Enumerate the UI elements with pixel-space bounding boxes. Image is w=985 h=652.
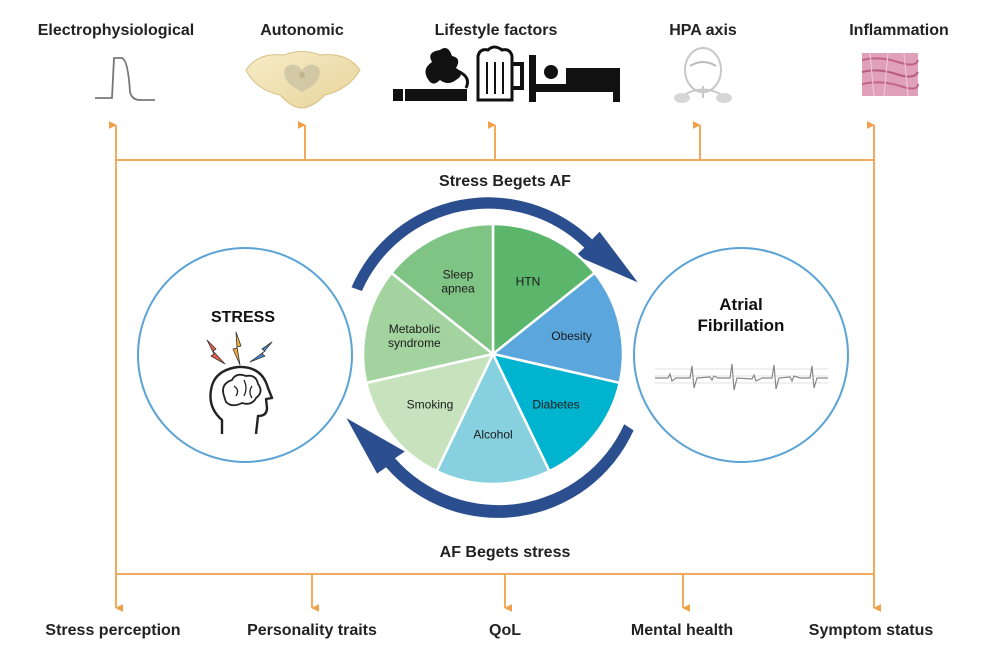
lifestyle-icons — [393, 45, 620, 102]
af-title-line2: Fibrillation — [698, 316, 785, 335]
wheel-segment — [491, 222, 597, 357]
label-autonomic: Autonomic — [260, 22, 344, 39]
label-lifestyle-factors: Lifestyle factors — [435, 22, 558, 39]
bed-icon — [529, 55, 620, 102]
top-labels: Electrophysiological Autonomic Lifestyle… — [38, 22, 949, 39]
caption-stress-begets-af: Stress Begets AF — [439, 173, 571, 190]
wheel-segment-label: Smoking — [407, 397, 454, 411]
wheel-segment — [434, 351, 552, 486]
label-personality-traits: Personality traits — [247, 622, 377, 639]
label-qol: QoL — [489, 622, 521, 639]
wheel-segment — [490, 352, 622, 473]
label-electrophysiological: Electrophysiological — [38, 22, 194, 39]
label-mental-health: Mental health — [631, 622, 733, 639]
wheel-segment-label: Sleep — [443, 267, 474, 281]
smoking-icon — [393, 48, 470, 101]
wheel-segment-label: Obesity — [551, 329, 592, 343]
beer-icon — [476, 45, 524, 102]
lightning-bolt-icons — [206, 331, 273, 366]
top-connectors — [108, 121, 875, 161]
caption-af-begets-stress: AF Begets stress — [440, 544, 571, 561]
stress-circle: STRESS — [137, 247, 353, 463]
stress-title: STRESS — [211, 309, 275, 326]
cycle-arrow-bottom — [346, 418, 634, 518]
wheel-segment — [389, 222, 495, 357]
label-hpa-axis: HPA axis — [669, 22, 737, 39]
wheel-segment-label: syndrome — [388, 336, 441, 350]
wheel-segment — [361, 271, 496, 385]
wheel-segment-label: Diabetes — [532, 397, 579, 411]
label-symptom-status: Symptom status — [809, 622, 934, 639]
bottom-connectors — [115, 573, 882, 612]
label-stress-perception: Stress perception — [45, 622, 180, 639]
hpa-axis-icon — [674, 47, 732, 103]
wheel-segment-label: Metabolic — [389, 322, 440, 336]
wheel-segment-label: HTN — [516, 274, 541, 288]
side-connectors — [115, 160, 875, 574]
spinal-cord-icon — [245, 51, 361, 109]
ecg-strip-icon — [655, 363, 828, 391]
af-circle: Atrial Fibrillation — [633, 247, 849, 463]
brain-head-icon — [209, 365, 274, 435]
action-potential-icon — [95, 57, 155, 101]
af-title-line1: Atrial — [719, 295, 762, 314]
bottom-labels: Stress perception Personality traits QoL… — [45, 622, 933, 639]
wheel-segment — [364, 352, 496, 473]
wheel-segment — [490, 271, 625, 385]
label-inflammation: Inflammation — [849, 22, 949, 39]
cycle-arrows — [346, 197, 638, 518]
cycle-arrow-top — [351, 197, 638, 291]
wheel-segment-label: apnea — [441, 281, 475, 295]
inflammation-tissue-icon — [861, 52, 919, 97]
wheel-segment-label: Alcohol — [473, 428, 512, 442]
